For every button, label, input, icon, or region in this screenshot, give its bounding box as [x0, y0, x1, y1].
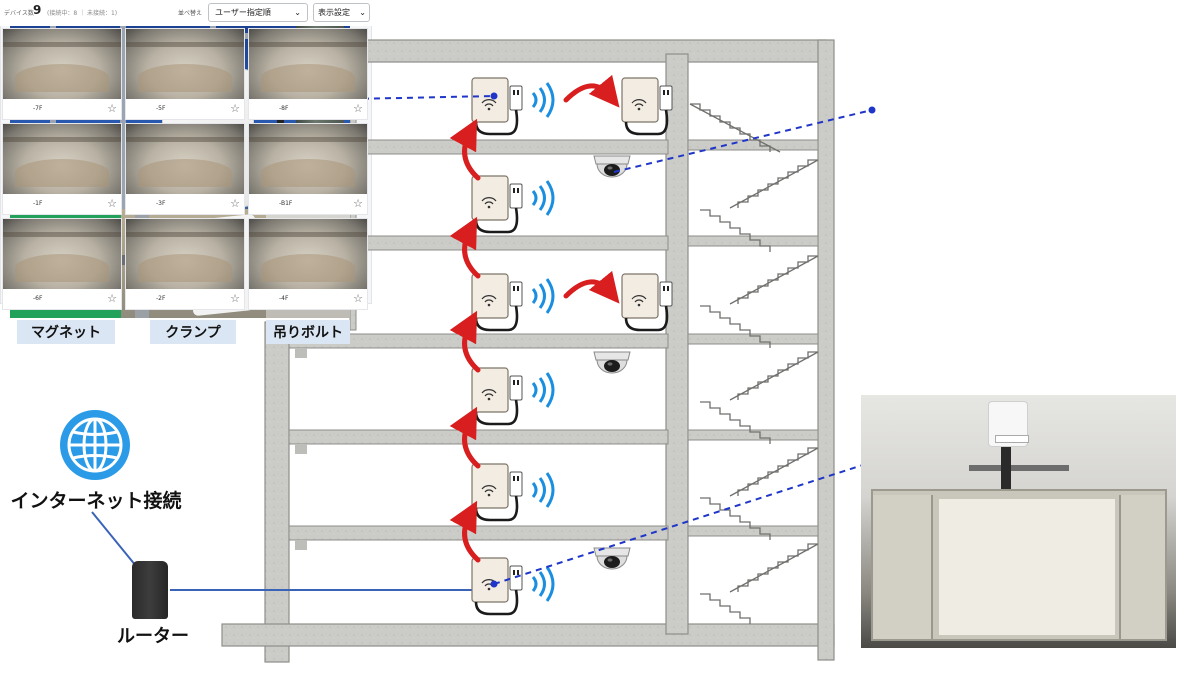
wifi-icon — [531, 471, 555, 509]
star-icon[interactable]: ☆ — [230, 292, 240, 305]
display-settings-button[interactable]: 表示設定 ⌄ — [313, 3, 370, 22]
base-slab — [221, 623, 835, 647]
camera-thumbnail[interactable] — [249, 124, 367, 194]
bolt-label: 吊りボルト — [266, 320, 350, 344]
panel-installation-photo — [861, 395, 1176, 648]
camera-card[interactable]: -4F ☆ — [248, 218, 368, 310]
star-icon[interactable]: ☆ — [353, 292, 363, 305]
magnet-label: マグネット — [17, 320, 115, 344]
camera-card[interactable]: -7F ☆ — [2, 28, 122, 120]
right-wall — [817, 39, 835, 661]
dome-camera-icon — [593, 155, 631, 178]
camera-thumbnail[interactable] — [126, 29, 244, 99]
roof-slab — [349, 39, 827, 63]
camera-thumbnail[interactable] — [3, 219, 121, 289]
staircase — [687, 103, 819, 624]
camera-dashboard: デバイス数 9 (接続中：8 ｜ 未接続：1) 並べ替え ユーザー指定順 ⌄ 表… — [0, 0, 372, 310]
dashboard-header: デバイス数 9 (接続中：8 ｜ 未接続：1) 並べ替え ユーザー指定順 ⌄ 表… — [0, 0, 372, 26]
camera-thumbnail[interactable] — [249, 219, 367, 289]
camera-card[interactable]: -3F ☆ — [125, 123, 245, 215]
access-point-icon — [470, 174, 524, 234]
access-point-icon — [620, 76, 674, 136]
clamp-label: クランプ — [150, 320, 236, 344]
access-point-icon — [620, 272, 674, 332]
wifi-icon — [531, 565, 555, 603]
camera-card[interactable]: -1F ☆ — [2, 123, 122, 215]
camera-label: -7F — [33, 105, 43, 112]
device-count-value: 9 — [33, 3, 42, 17]
sort-label: 並べ替え — [178, 10, 203, 17]
wifi-icon — [531, 371, 555, 409]
camera-card[interactable]: -8F ☆ — [248, 28, 368, 120]
chevron-down-icon: ⌄ — [294, 8, 301, 17]
internet-label: インターネット接続 — [10, 491, 182, 512]
camera-thumbnail[interactable] — [3, 124, 121, 194]
star-icon[interactable]: ☆ — [107, 102, 117, 115]
chevron-down-icon: ⌄ — [359, 8, 366, 17]
wifi-icon — [531, 277, 555, 315]
camera-thumbnail[interactable] — [126, 219, 244, 289]
access-point-icon — [470, 272, 524, 332]
access-point-icon — [470, 366, 524, 426]
star-icon[interactable]: ☆ — [107, 292, 117, 305]
sort-select[interactable]: ユーザー指定順 ⌄ — [208, 3, 308, 22]
access-point-icon — [470, 462, 524, 522]
access-point-icon — [470, 76, 524, 136]
camera-label: -2F — [156, 295, 166, 302]
star-icon[interactable]: ☆ — [230, 197, 240, 210]
router-label: ルーター — [117, 626, 189, 646]
camera-thumbnail[interactable] — [126, 124, 244, 194]
wifi-icon — [531, 81, 555, 119]
camera-label: -6F — [33, 295, 43, 302]
camera-card[interactable]: -2F ☆ — [125, 218, 245, 310]
access-point-icon — [470, 556, 524, 616]
wifi-icon — [531, 179, 555, 217]
device-count-detail: (接続中：8 ｜ 未接続：1) — [47, 10, 118, 17]
central-column — [665, 53, 689, 635]
camera-card[interactable]: -6F ☆ — [2, 218, 122, 310]
dome-camera-icon — [593, 351, 631, 374]
left-wall — [264, 321, 290, 663]
display-settings-label: 表示設定 — [318, 8, 350, 17]
camera-card[interactable]: -B1F ☆ — [248, 123, 368, 215]
router-icon — [132, 561, 168, 619]
camera-thumbnail[interactable] — [249, 29, 367, 99]
relay-arrows — [449, 74, 620, 563]
camera-card[interactable]: -5F ☆ — [125, 28, 245, 120]
dome-camera-icon — [593, 547, 631, 570]
star-icon[interactable]: ☆ — [107, 197, 117, 210]
camera-label: -4F — [279, 295, 289, 302]
star-icon[interactable]: ☆ — [230, 102, 240, 115]
camera-label: -1F — [33, 200, 43, 207]
globe-icon — [60, 410, 130, 480]
camera-label: -B1F — [279, 200, 293, 207]
camera-label: -3F — [156, 200, 166, 207]
star-icon[interactable]: ☆ — [353, 197, 363, 210]
sort-select-value: ユーザー指定順 — [215, 8, 271, 17]
star-icon[interactable]: ☆ — [353, 102, 363, 115]
camera-thumbnail[interactable] — [3, 29, 121, 99]
camera-label: -8F — [279, 105, 289, 112]
internet-connection-line — [91, 511, 137, 567]
camera-label: -5F — [156, 105, 166, 112]
device-count-label: デバイス数 — [4, 10, 34, 17]
